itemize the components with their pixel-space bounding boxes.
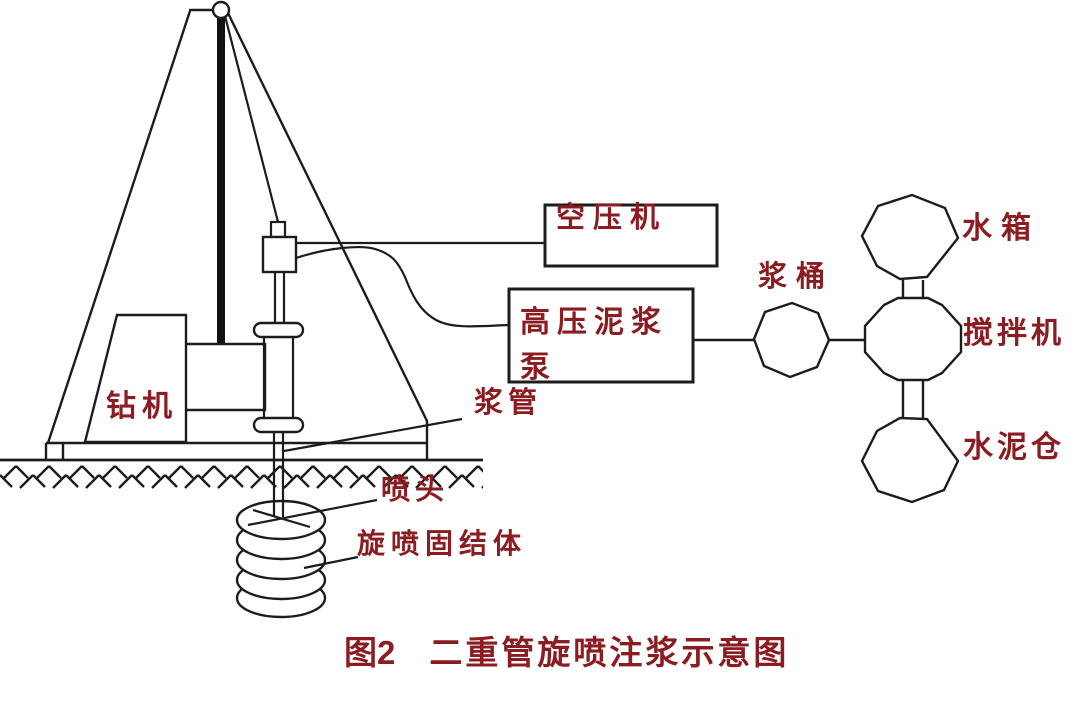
swivel-cap xyxy=(269,220,287,239)
derrick-left-leg xyxy=(46,10,192,444)
mixer-label: 搅拌机 xyxy=(963,317,1065,350)
water-tank-octagon xyxy=(860,193,960,281)
pipe-collar-bottom xyxy=(252,416,305,434)
slurry-pipe-leader-line xyxy=(283,417,463,453)
ground-hatching xyxy=(0,461,483,492)
drill-pipe-cylinder xyxy=(262,337,295,418)
tank-to-mixer-connector xyxy=(901,280,925,300)
figure-caption: 图2 二重管旋喷注浆示意图 xyxy=(344,626,789,674)
grouted-column-leader-line xyxy=(303,555,359,570)
coil-ring-1 xyxy=(235,499,327,541)
cement-silo-label: 水泥仓 xyxy=(963,431,1065,464)
derrick-right-leg xyxy=(226,12,429,460)
mixer-octagon xyxy=(863,296,963,382)
slurry-pipe-label: 浆管 xyxy=(474,387,543,419)
derrick-pulley xyxy=(211,0,231,20)
mixer-to-silo-connector xyxy=(901,380,925,418)
grouted-column-label: 旋喷固结体 xyxy=(357,528,528,559)
mud-pump-label-line1: 高压泥浆 xyxy=(520,306,668,339)
drill-pipe-upper xyxy=(273,272,286,323)
drill-rig-label: 钻机 xyxy=(106,390,178,423)
slurry-bucket-label: 浆桶 xyxy=(758,261,835,293)
nozzle-leader-line xyxy=(247,498,378,527)
pipe-collar-top xyxy=(252,321,305,339)
jet-grouted-column-coil xyxy=(235,499,327,619)
nozzle-label: 喷头 xyxy=(381,474,450,506)
rig-base-platform xyxy=(44,441,428,460)
figure-title: 二重管旋喷注浆示意图 xyxy=(429,634,790,671)
mud-pump-box xyxy=(507,287,695,384)
hoist-cable xyxy=(223,15,280,223)
cement-silo-octagon xyxy=(860,416,960,504)
mud-pump-label: 高压泥浆 泵 xyxy=(520,300,668,390)
mud-hose xyxy=(295,246,510,328)
drill-pipe-lower xyxy=(272,432,285,517)
air-compressor-label: 空压机 xyxy=(556,202,668,234)
water-tank-label: 水箱 xyxy=(962,212,1040,245)
air-compressor-box xyxy=(543,203,719,268)
drill-machine-block xyxy=(186,342,267,412)
slurry-bucket-octagon xyxy=(752,301,831,379)
figure-number: 图2 xyxy=(344,634,396,671)
swivel-body xyxy=(261,235,298,274)
mud-pump-label-line2: 泵 xyxy=(520,351,557,384)
